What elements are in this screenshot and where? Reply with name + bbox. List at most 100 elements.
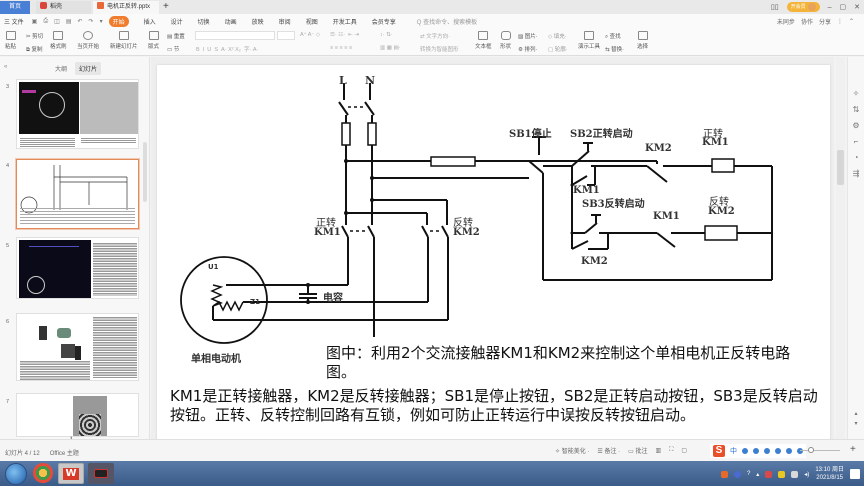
menu-member[interactable]: 会员专享	[371, 19, 396, 26]
print-icon[interactable]: ⎙	[43, 17, 49, 24]
restore-icon[interactable]: ▢	[839, 4, 847, 11]
menu-slideshow[interactable]: 放映	[251, 19, 264, 26]
zoom-slider[interactable]	[800, 450, 840, 451]
collapse-ribbon-icon[interactable]: ⌃	[848, 18, 854, 25]
text-direction[interactable]: ⇄ 文字方向·	[420, 34, 450, 40]
font-size-select[interactable]	[277, 31, 295, 40]
file-menu[interactable]: 三 文件	[4, 19, 24, 26]
ime-skin-icon[interactable]	[786, 448, 792, 454]
vip-button[interactable]: 开会员	[786, 2, 820, 12]
taskbar-app-wps[interactable]: W	[58, 463, 84, 484]
zoom-in-button[interactable]: +	[850, 444, 856, 455]
menu-insert[interactable]: 插入	[143, 19, 156, 26]
menu-view[interactable]: 视图	[305, 19, 318, 26]
normal-view-icon[interactable]: ▥	[655, 448, 662, 454]
fill-button[interactable]: ◇ 填充·	[548, 34, 567, 40]
arrange-button[interactable]: ⚙ 排列·	[518, 47, 538, 53]
reset-button[interactable]: ▤ 重置	[167, 34, 185, 40]
pane-scrollbar[interactable]	[143, 142, 147, 202]
tray-expand-icon[interactable]: ▴	[756, 471, 760, 478]
start-button[interactable]	[5, 463, 27, 485]
description-text[interactable]: KM1是正转接触器，KM2是反转接触器；SB1是停止按钮，SB2是正转启动按钮，…	[170, 387, 818, 424]
shapes-button[interactable]: 形状	[500, 31, 511, 50]
sync-status[interactable]: 未同步	[776, 19, 795, 26]
tab-outline[interactable]: 大纲	[55, 67, 68, 73]
slide-thumb-7[interactable]	[16, 393, 139, 437]
taskbar-app-recorder[interactable]	[88, 463, 114, 484]
print-preview-icon[interactable]: ◫	[54, 18, 60, 25]
vertical-scrollbar[interactable]	[836, 57, 845, 439]
tray-app2-icon[interactable]	[778, 470, 786, 478]
picture-button[interactable]: ▨ 图片·	[518, 34, 538, 40]
find-button[interactable]: ⌕ 查找	[605, 34, 621, 40]
layout-icon[interactable]: ▯▯	[770, 4, 779, 11]
menu-animation[interactable]: 动画	[224, 19, 237, 26]
collaborate-button[interactable]: 协作	[800, 19, 813, 26]
slide-thumb-4[interactable]	[16, 159, 139, 229]
column-controls[interactable]: ▥ ▦ ▤·	[380, 45, 401, 51]
chevron-down-icon[interactable]: ▾	[99, 18, 103, 25]
format-painter-button[interactable]: 格式刷	[50, 31, 67, 50]
ime-keyboard-icon[interactable]	[775, 448, 781, 454]
font-name-select[interactable]	[195, 31, 275, 40]
menu-home[interactable]: 开始	[108, 15, 129, 27]
magic-icon[interactable]: ✧	[852, 89, 860, 98]
command-search[interactable]: Q 查找命令、搜索模板	[416, 19, 478, 26]
select-button[interactable]: 选择	[637, 31, 648, 50]
adjust-icon[interactable]: ⇅	[852, 105, 860, 114]
tray-ime-icon[interactable]: ?	[746, 471, 751, 477]
scrollbar-thumb[interactable]	[837, 150, 844, 185]
taskbar-app-photos[interactable]	[33, 463, 53, 483]
tab-document[interactable]: 电机正反转.pptx	[93, 1, 159, 14]
new-slide-button[interactable]: 新建幻灯片	[110, 31, 138, 50]
line-spacing-controls[interactable]: ↕· ⇅·	[380, 32, 393, 38]
play-from-current-button[interactable]: 当页开始	[77, 31, 99, 50]
minimize-icon[interactable]: –	[827, 3, 832, 11]
slide[interactable]: L N SB1停止 SB2正转启动 正转 KM1 KM2 KM1 SB3反转启动…	[157, 65, 830, 441]
settings-icon[interactable]: ⚙	[852, 121, 860, 130]
share-button[interactable]: 分享	[818, 19, 831, 26]
tray-volume-icon[interactable]: ◂)	[804, 471, 810, 478]
comments-button[interactable]: ▭ 批注	[628, 449, 648, 455]
ime-voice-icon[interactable]	[764, 448, 770, 454]
outline-button[interactable]: ▢ 轮廓·	[548, 47, 568, 53]
font-style-controls[interactable]: B I U S A· X² X₂ 字· A·	[196, 47, 259, 53]
menu-design[interactable]: 设计	[170, 19, 183, 26]
tab-home[interactable]: 首页	[0, 1, 30, 14]
notes-button[interactable]: ☰ 备注 ·	[597, 449, 621, 455]
menu-transition[interactable]: 切换	[197, 19, 210, 26]
ime-punct-icon[interactable]	[742, 448, 748, 454]
menu-developer[interactable]: 开发工具	[332, 19, 357, 26]
collapse-pane-icon[interactable]: «	[4, 64, 8, 70]
caption-text[interactable]: 图中：利用2个交流接触器KM1和KM2来控制这个单相电机正反转电路图。	[326, 344, 791, 381]
new-tab-button[interactable]: +	[163, 1, 169, 12]
timer-icon[interactable]: ◔	[853, 153, 859, 162]
copy-button[interactable]: ⧉ 复制	[26, 47, 43, 53]
slide-thumb-3[interactable]	[16, 79, 139, 149]
tray-help-icon[interactable]	[733, 470, 741, 478]
share-icon[interactable]: ⇶	[852, 169, 860, 178]
slide-thumb-5[interactable]	[16, 237, 139, 299]
text-box-button[interactable]: 文本框	[475, 31, 492, 50]
zoom-slider-handle[interactable]	[808, 447, 814, 453]
tray-network-icon[interactable]	[791, 470, 799, 478]
menu-review[interactable]: 审阅	[278, 19, 291, 26]
align-controls[interactable]: ≡ ≡ ≡ ≡ ≡	[330, 45, 353, 51]
cut-button[interactable]: ✂ 剪切	[26, 34, 44, 40]
layout-button[interactable]: 版式	[148, 31, 159, 50]
reading-view-icon[interactable]: ▢	[681, 448, 688, 454]
tab-docer[interactable]: 稻壳	[36, 1, 91, 14]
show-desktop-button[interactable]	[850, 469, 860, 479]
tab-slides[interactable]: 幻灯片	[75, 62, 102, 75]
redo-icon[interactable]: ↷	[88, 18, 94, 25]
section-button[interactable]: ▭ 节	[167, 47, 180, 53]
crop-icon[interactable]: ⌐	[853, 137, 859, 146]
list-controls[interactable]: ☰· ☷· ⇤ ⇥	[330, 32, 359, 38]
clock[interactable]: 13:10 周日 2021/8/15	[815, 467, 844, 481]
save-icon[interactable]: ▣	[31, 18, 38, 25]
font-size-controls[interactable]: A⁺ A⁻ ◇	[300, 32, 321, 38]
smart-beautify-button[interactable]: ✧ 智能美化 ·	[555, 449, 590, 455]
ime-tools-icon[interactable]	[797, 448, 803, 454]
more-icon[interactable]: ⋮	[836, 18, 843, 25]
tray-sogou-icon[interactable]	[720, 470, 728, 478]
